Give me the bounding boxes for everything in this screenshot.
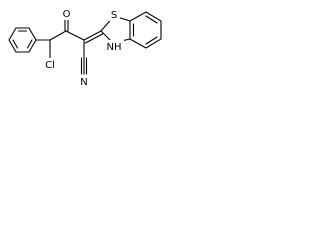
phenyl-ring <box>8 27 37 53</box>
nitrile-group <box>80 57 88 75</box>
nitrile-nitrogen-label: N <box>80 77 87 88</box>
bond-chcl-carbonyl <box>49 30 67 41</box>
oxygen-label: O <box>63 9 71 20</box>
carbon-chain <box>35 16 104 59</box>
bond-carbonyl-alkene <box>65 30 85 41</box>
bond-exocyclic-double <box>83 30 102 41</box>
amine-nh-label: NH <box>107 42 122 53</box>
bond-exocyclic-double-second <box>84 33 104 44</box>
sulfur-label: S <box>111 10 117 21</box>
chemical-structure: O S Cl N NH <box>8 7 162 88</box>
chlorine-label: Cl <box>45 60 55 71</box>
